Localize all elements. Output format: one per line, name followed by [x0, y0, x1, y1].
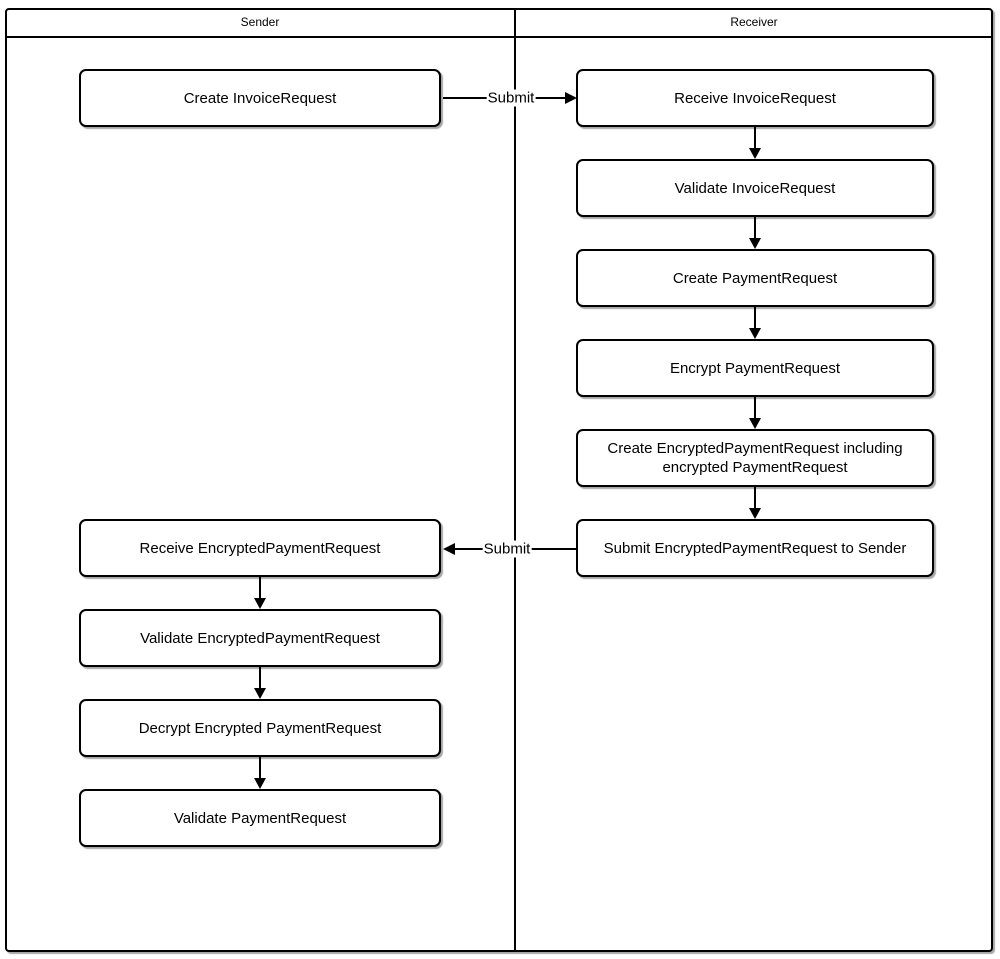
node-label: Validate InvoiceRequest [674, 179, 836, 197]
lane-header-separator [5, 36, 993, 38]
lane-title-sender: Sender [5, 8, 515, 36]
arrowhead-down-icon [749, 508, 761, 519]
edge-line [754, 397, 756, 418]
node-label: Receive InvoiceRequest [674, 89, 836, 107]
lane-title-receiver: Receiver [515, 8, 993, 36]
node-validate-payment-request: Validate PaymentRequest [79, 789, 441, 847]
node-label: Decrypt Encrypted PaymentRequest [138, 719, 382, 737]
edge-line [259, 667, 261, 688]
edge-label-submit: Submit [482, 540, 532, 558]
node-decrypt-encrypted-payment-request: Decrypt Encrypted PaymentRequest [79, 699, 441, 757]
arrowhead-right-icon [565, 92, 577, 104]
lane-title-sender-label: Sender [240, 15, 280, 29]
node-receive-invoice-request: Receive InvoiceRequest [576, 69, 934, 127]
node-create-payment-request: Create PaymentRequest [576, 249, 934, 307]
arrowhead-down-icon [749, 418, 761, 429]
edge-line [259, 577, 261, 598]
node-label: Submit EncryptedPaymentRequest to Sender [603, 539, 907, 557]
edge-line [754, 127, 756, 148]
arrowhead-down-icon [749, 148, 761, 159]
arrowhead-down-icon [254, 688, 266, 699]
node-create-encrypted-payment-request: Create EncryptedPaymentRequest including… [576, 429, 934, 487]
arrowhead-down-icon [749, 238, 761, 249]
edge-line [754, 307, 756, 328]
node-label: Create InvoiceRequest [183, 89, 337, 107]
arrowhead-down-icon [254, 598, 266, 609]
node-label: Validate PaymentRequest [173, 809, 347, 827]
node-label: Create EncryptedPaymentRequest including… [607, 440, 903, 476]
node-encrypt-payment-request: Encrypt PaymentRequest [576, 339, 934, 397]
edge-line [754, 217, 756, 238]
node-validate-invoice-request: Validate InvoiceRequest [576, 159, 934, 217]
node-create-invoice-request: Create InvoiceRequest [79, 69, 441, 127]
node-label: Create PaymentRequest [672, 269, 838, 287]
node-validate-encrypted-payment-request: Validate EncryptedPaymentRequest [79, 609, 441, 667]
edge-line [754, 487, 756, 508]
arrowhead-down-icon [749, 328, 761, 339]
node-submit-encrypted-payment-request: Submit EncryptedPaymentRequest to Sender [576, 519, 934, 577]
lane-title-receiver-label: Receiver [730, 15, 778, 29]
arrowhead-left-icon [443, 543, 455, 555]
node-receive-encrypted-payment-request: Receive EncryptedPaymentRequest [79, 519, 441, 577]
lane-divider [514, 8, 516, 952]
node-label: Validate EncryptedPaymentRequest [140, 629, 380, 647]
node-label: Receive EncryptedPaymentRequest [139, 539, 381, 557]
edge-label-submit: Submit [486, 89, 536, 107]
edge-line [259, 757, 261, 778]
arrowhead-down-icon [254, 778, 266, 789]
node-label: Encrypt PaymentRequest [669, 359, 841, 377]
